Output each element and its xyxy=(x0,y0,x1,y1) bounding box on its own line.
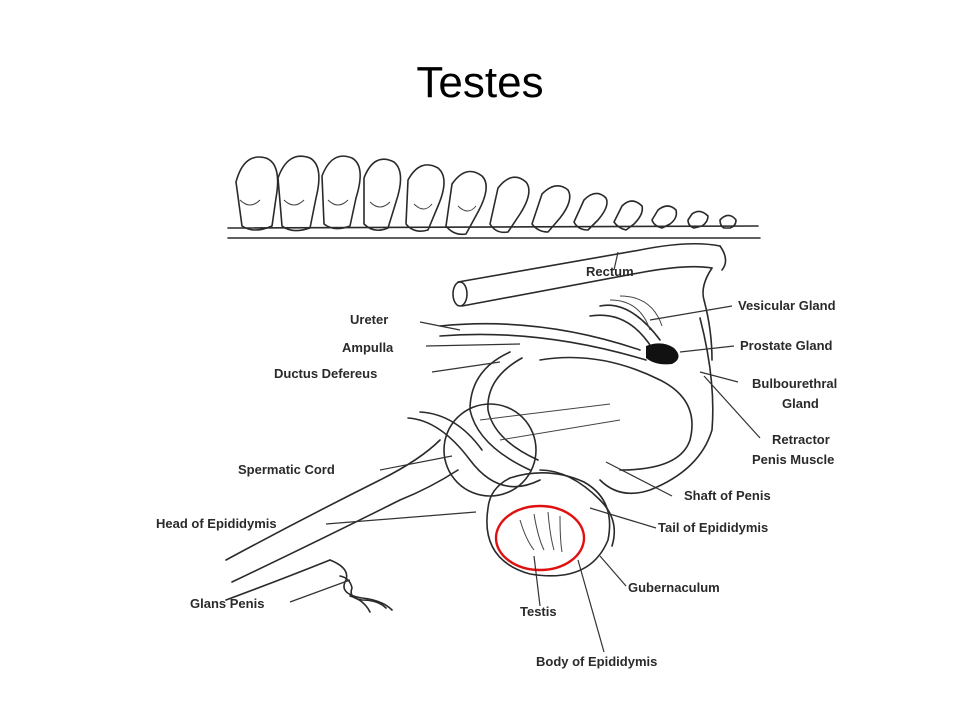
label-testis: Testis xyxy=(520,604,557,619)
label-spermatic-cord: Spermatic Cord xyxy=(238,462,335,477)
label-rectum: Rectum xyxy=(586,264,634,279)
label-retractor-line2: Penis Muscle xyxy=(752,452,834,467)
spermatic-cord-circle xyxy=(443,403,537,497)
testis-highlight xyxy=(494,504,586,572)
label-retractor-line1: Retractor xyxy=(772,432,830,447)
label-vesicular-gland: Vesicular Gland xyxy=(738,298,836,313)
vertebrae xyxy=(227,155,761,239)
body-wall xyxy=(225,317,714,583)
label-bulbourethral-line2: Gland xyxy=(782,396,819,411)
rectum xyxy=(452,242,727,361)
label-glans-penis: Glans Penis xyxy=(190,596,264,611)
scrotum-testis xyxy=(486,469,616,577)
label-body-of-epididymis: Body of Epididymis xyxy=(536,654,657,669)
label-prostate-gland: Prostate Gland xyxy=(740,338,833,353)
label-ductus-deferens: Ductus Defereus xyxy=(274,366,377,381)
label-ureter: Ureter xyxy=(350,312,388,327)
label-tail-of-epididymis: Tail of Epididymis xyxy=(658,520,768,535)
label-bulbourethral-line1: Bulbourethral xyxy=(752,376,837,391)
slide-title: Testes xyxy=(416,58,544,107)
accessory-glands xyxy=(609,295,679,365)
label-ampulla: Ampulla xyxy=(342,340,394,355)
ductus-deferens-loop xyxy=(407,304,693,488)
label-shaft-of-penis: Shaft of Penis xyxy=(684,488,771,503)
leader-lines xyxy=(289,251,761,653)
penis-glans xyxy=(225,559,393,613)
label-head-of-epididymis: Head of Epididymis xyxy=(156,516,277,531)
label-gubernaculum: Gubernaculum xyxy=(628,580,720,595)
